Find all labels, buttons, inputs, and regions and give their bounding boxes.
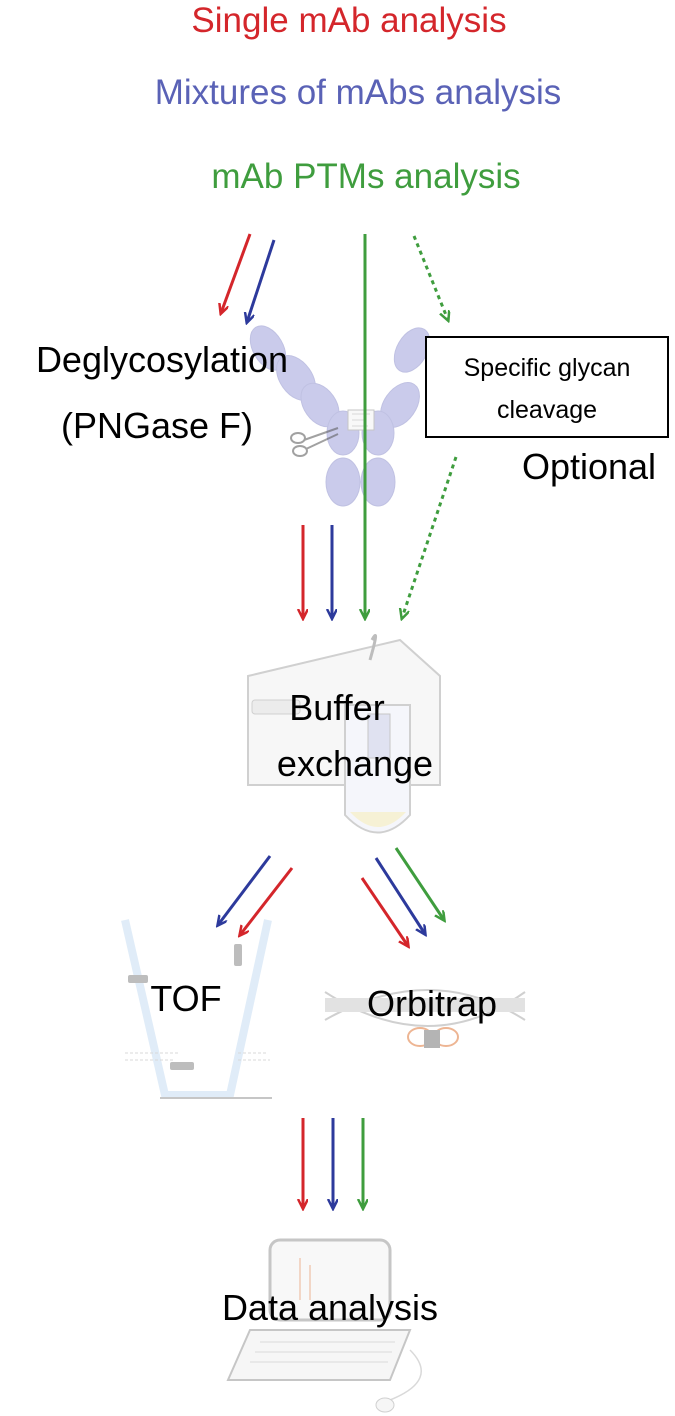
data-analysis-label: Data analysis [222,1287,438,1328]
exchange-label: exchange [277,743,433,784]
scissors-icon [290,427,339,457]
arrows-to-buffer-exchange [303,456,458,618]
orbitrap-analyzer-icon [324,989,526,1048]
title-mixtures-mabs: Mixtures of mAbs analysis [155,73,562,112]
title-single-mab: Single mAb analysis [191,1,506,40]
arrow-ptms-optional-in [412,235,448,320]
computer-icon [226,1238,422,1413]
arrows-to-tof [218,855,294,935]
arrows-to-orbitrap [360,847,444,946]
antibody-icon [249,325,431,507]
deglycosylation-label: Deglycosylation [36,339,288,380]
arrows-to-data-analysis [303,1118,363,1208]
specific-glycan-box: Specific glycan cleavage [425,336,669,438]
tof-analyzer-icon [121,919,272,1099]
orbitrap-label: Orbitrap [367,983,497,1024]
specific-glycan-label-1: Specific glycan [464,354,631,382]
buffer-label: Buffer [289,687,384,728]
specific-glycan-label-2: cleavage [497,396,597,424]
pngase-label: (PNGase F) [61,405,253,446]
arrows-to-deglycosylation [221,233,276,322]
title-mab-ptms: mAb PTMs analysis [211,157,520,196]
tof-label: TOF [150,978,221,1019]
centrifuge-icon [247,634,441,834]
optional-label: Optional [522,446,656,487]
